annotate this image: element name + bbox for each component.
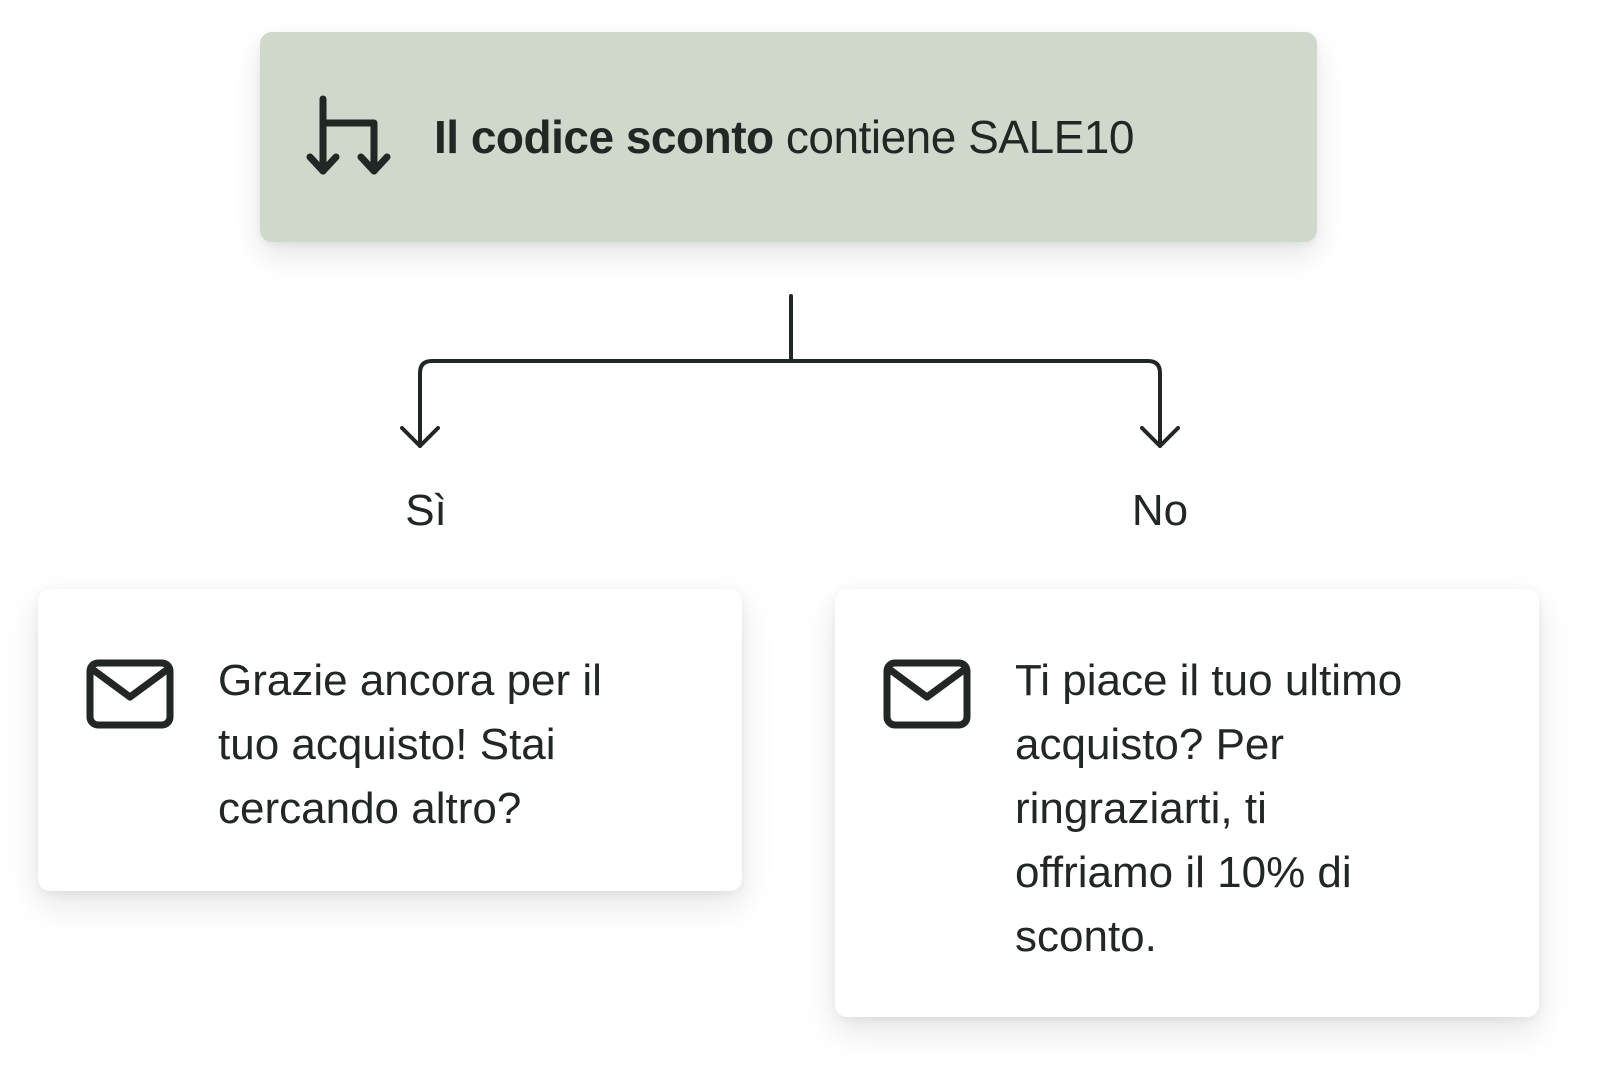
email-node-yes[interactable]: Grazie ancora per il tuo acquisto! Stai … — [38, 589, 742, 891]
split-branch-icon — [306, 95, 391, 175]
arrow-down-left — [400, 426, 440, 448]
branch-label-no: No — [1131, 486, 1189, 535]
condition-field: Il codice sconto — [434, 111, 774, 163]
connector-right-branch — [789, 359, 1162, 448]
condition-label: Il codice sconto contiene SALE10 — [434, 110, 1134, 164]
mail-icon — [883, 659, 971, 729]
branch-label-yes: Sì — [405, 486, 447, 535]
email-node-no[interactable]: Ti piace il tuo ultimo acquisto? Per rin… — [835, 589, 1539, 1017]
condition-operator-value: contiene SALE10 — [773, 111, 1135, 163]
arrow-down-right — [1140, 426, 1180, 448]
mail-icon — [86, 659, 174, 729]
connector-left-branch — [418, 359, 793, 448]
condition-node[interactable]: Il codice sconto contiene SALE10 — [260, 32, 1317, 242]
email-message: Grazie ancora per il tuo acquisto! Stai … — [218, 656, 602, 833]
email-message: Ti piace il tuo ultimo acquisto? Per rin… — [1015, 656, 1403, 961]
